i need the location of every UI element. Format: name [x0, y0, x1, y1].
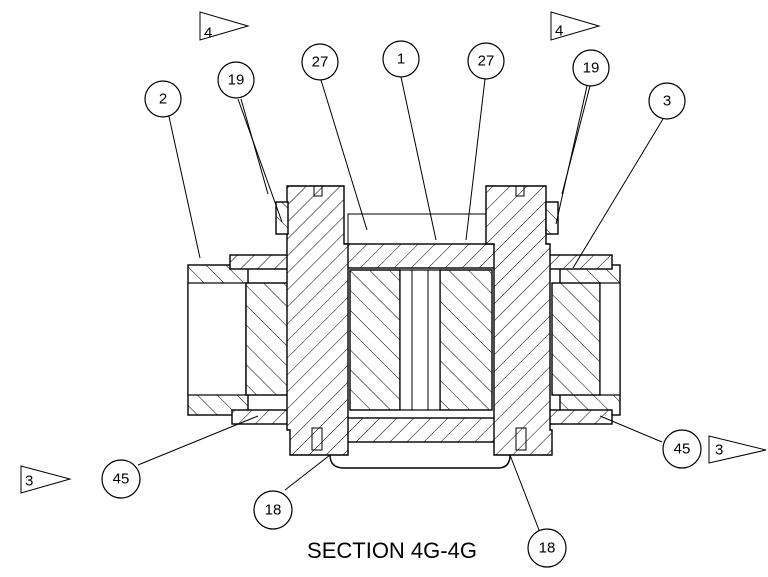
balloon-27-left: 27 [301, 43, 339, 81]
balloon-19-right: 19 [572, 49, 610, 87]
balloon-2-label: 2 [159, 91, 167, 108]
balloon-45-right: 45 [662, 429, 702, 469]
balloon-18-right: 18 [527, 528, 567, 568]
left-shaft [286, 185, 349, 456]
section-title: SECTION 4G-4G [307, 538, 477, 563]
flag-note-4-left-label: 4 [204, 25, 212, 42]
balloon-3: 3 [648, 82, 686, 120]
balloon-3-label: 3 [663, 93, 671, 110]
left-housing-flange [229, 254, 291, 270]
balloon-1: 1 [382, 40, 420, 78]
center-left-bearing [349, 269, 401, 411]
balloon-19-right-label: 19 [583, 60, 600, 77]
flag-note-3-left: 3 [20, 465, 72, 494]
flag-note-3-right: 3 [708, 435, 767, 464]
leader-lines [137, 76, 667, 531]
flag-note-4-left: 4 [199, 11, 250, 42]
balloon-2: 2 [144, 80, 182, 118]
flag-note-3-right-label: 3 [715, 442, 723, 459]
balloon-19-left-label: 19 [228, 72, 245, 89]
balloon-1-label: 1 [397, 51, 405, 68]
center-right-bearing [439, 269, 493, 411]
balloon-19-left: 19 [217, 61, 255, 99]
right-bearing [551, 282, 601, 396]
balloon-27-right: 27 [467, 42, 505, 80]
balloon-45-left-label: 45 [113, 471, 130, 488]
balloon-18-left-label: 18 [265, 502, 282, 519]
right-shaft [485, 185, 553, 456]
flag-note-4-right-label: 4 [555, 23, 563, 40]
flag-note-3-left-label: 3 [25, 473, 33, 490]
balloon-45-right-label: 45 [674, 441, 691, 458]
left-seal [275, 201, 289, 235]
flag-note-4-right: 4 [550, 11, 601, 41]
balloon-45-left: 45 [101, 459, 141, 499]
right-seal [545, 201, 559, 235]
left-bearing [245, 282, 291, 396]
balloon-18-right-label: 18 [539, 540, 556, 557]
assembly-section [187, 185, 621, 469]
balloon-27-right-label: 27 [478, 53, 495, 70]
balloon-18-left: 18 [253, 490, 293, 530]
balloon-27-left-label: 27 [312, 54, 329, 71]
